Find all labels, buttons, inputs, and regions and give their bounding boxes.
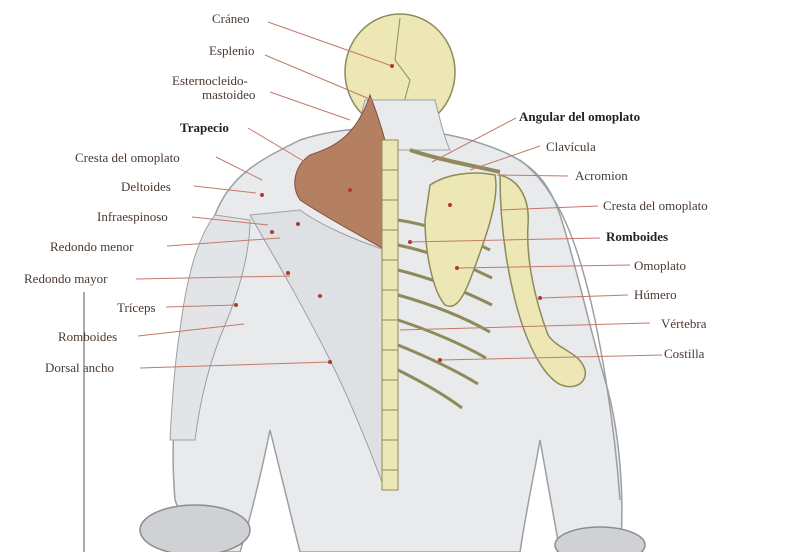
right-arm-outline	[519, 159, 621, 501]
label-esternocleido-line1: Esternocleido-	[172, 73, 248, 88]
label-triceps: Tríceps	[117, 300, 156, 315]
label-omoplato: Omoplato	[634, 258, 686, 273]
label-esternocleido: Esternocleido- mastoideo	[172, 74, 255, 102]
label-romboides-right: Romboides	[606, 229, 669, 244]
label-dorsal-ancho: Dorsal ancho	[45, 360, 114, 375]
label-cresta-omoplato-left: Cresta del omoplato	[75, 150, 180, 165]
label-costilla: Costilla	[664, 346, 705, 361]
clavicle	[409, 148, 501, 174]
left-weight-plate	[139, 504, 251, 552]
scapula	[424, 172, 497, 307]
marker-dots	[234, 64, 542, 364]
label-trapecio: Trapecio	[180, 120, 229, 135]
spine	[381, 139, 399, 491]
leader-lines	[135, 21, 663, 369]
label-romboides-left: Romboides	[58, 329, 118, 344]
label-redondo-mayor: Redondo mayor	[24, 271, 108, 286]
label-cresta-omoplato-right: Cresta del omoplato	[603, 198, 708, 213]
label-esplenio: Esplenio	[209, 43, 255, 58]
label-vertebra: Vértebra	[661, 316, 707, 331]
label-redondo-menor: Redondo menor	[50, 239, 134, 254]
label-acromion: Acromion	[575, 168, 628, 183]
skull-suture	[394, 17, 411, 111]
label-angular-omoplato: Angular del omoplato	[519, 109, 641, 124]
right-weight-plate	[554, 526, 646, 552]
label-deltoides: Deltoides	[121, 179, 171, 194]
label-clavicula: Clavícula	[546, 139, 596, 154]
label-infraespinoso: Infraespinoso	[97, 209, 168, 224]
label-craneo: Cráneo	[212, 11, 250, 26]
label-esternocleido-line2: mastoideo	[202, 87, 256, 102]
humerus	[499, 174, 586, 388]
dorsal-muscle	[249, 209, 386, 491]
label-humero: Húmero	[634, 287, 677, 302]
